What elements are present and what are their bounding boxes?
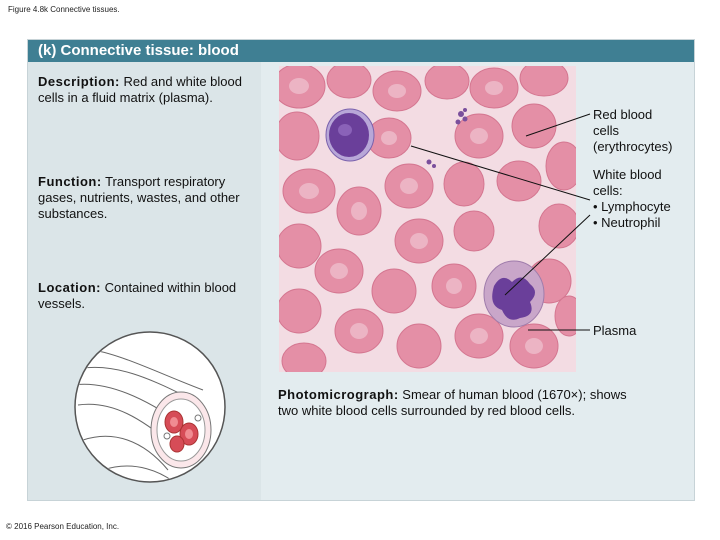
function-text: Transport respiratory gases, nutrients, …: [38, 174, 240, 221]
description-block: Description: Red and white blood cells i…: [38, 74, 248, 106]
label-rbc-line3: (erythrocytes): [593, 139, 673, 154]
label-wbc-line3: • Lymphocyte: [593, 199, 671, 214]
label-red-blood-cells: Red blood cells (erythrocytes): [593, 107, 672, 155]
label-wbc-line1: White blood: [593, 167, 662, 182]
label-white-blood-cells: White blood cells: • Lymphocyte • Neutro…: [593, 167, 671, 231]
description-text: Red and white blood cells in a fluid mat…: [38, 74, 242, 105]
blood-smear-photomicrograph: [279, 66, 576, 372]
blood-vessel-illustration: [74, 331, 226, 483]
figure-panel: (k) Connective tissue: blood Description…: [27, 39, 695, 501]
location-label: Location:: [38, 280, 101, 295]
label-wbc-line2: cells:: [593, 183, 623, 198]
panel-header: (k) Connective tissue: blood: [28, 40, 694, 62]
function-block: Function: Transport respiratory gases, n…: [38, 174, 253, 222]
description-label: Description:: [38, 74, 120, 89]
location-text: Contained within blood vessels.: [38, 280, 237, 311]
photomicrograph-caption: Photomicrograph: Smear of human blood (1…: [278, 387, 638, 419]
label-plasma: Plasma: [593, 323, 637, 338]
panel-title: (k) Connective tissue: blood: [38, 42, 239, 59]
location-block: Location: Contained within blood vessels…: [38, 280, 248, 312]
label-wbc-line4: • Neutrophil: [593, 215, 661, 230]
photomicrograph-text: Smear of human blood (1670×); shows two …: [278, 387, 627, 418]
label-rbc-line2: cells: [593, 123, 620, 138]
label-rbc-line1: Red blood: [593, 107, 653, 122]
function-label: Function:: [38, 174, 102, 189]
photomicrograph-label: Photomicrograph:: [278, 387, 399, 402]
figure-caption: Figure 4.8k Connective tissues.: [8, 5, 120, 14]
copyright-notice: © 2016 Pearson Education, Inc.: [6, 522, 120, 531]
